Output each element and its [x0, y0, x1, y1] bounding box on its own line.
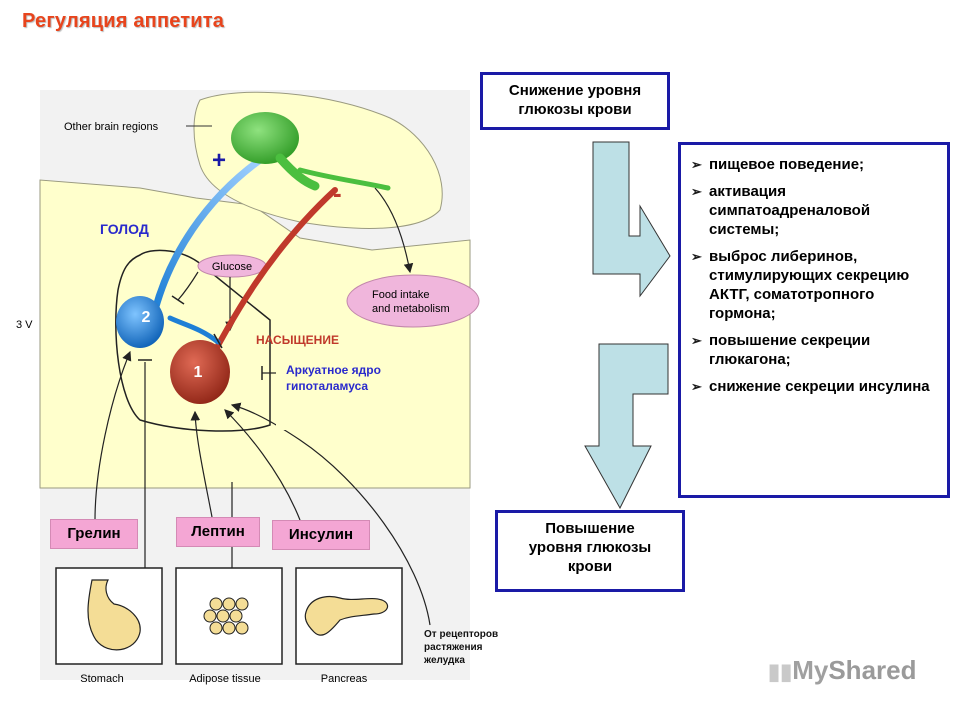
logo-shared: Shared — [828, 655, 917, 685]
other-brain-regions-label: Other brain regions — [64, 121, 159, 133]
stretch-arrow — [230, 402, 431, 626]
metabolism-label: and metabolism — [372, 303, 450, 315]
effect-item: ➢ выброс либеринов, стимулирующих секреци… — [691, 247, 939, 323]
minus-sign: - — [333, 178, 342, 208]
food-intake-oval — [346, 274, 480, 328]
glucose-increase-line2: уровня глюкозы — [528, 539, 652, 556]
glucose-increase-line1: Повышение — [545, 520, 635, 537]
stretch-receptor-label: От рецепторов растяжения желудка — [424, 628, 498, 667]
stomach-label: Stomach — [80, 673, 123, 685]
stomach-icon — [87, 579, 141, 651]
effects-list: ➢ пищевое поведение; ➢ активация симпатоад… — [691, 155, 939, 396]
glucose-label: Glucose — [212, 261, 252, 273]
neuron-1 — [170, 340, 230, 404]
logo-my: My — [792, 655, 829, 685]
pancreas-label: Pancreas — [321, 673, 368, 685]
arcuate-nucleus-label: Аркуатное ядро гипоталамуса — [276, 356, 424, 430]
adipose-label: Adipose tissue — [189, 673, 261, 685]
blue-axon — [151, 156, 264, 314]
third-ventricle-label: 3 V — [16, 319, 33, 331]
plus-sign: + — [212, 147, 226, 174]
green-axon — [297, 167, 391, 191]
leptin-badge: Лептин — [176, 517, 260, 547]
stretch-label-line3: желудка — [424, 655, 465, 666]
flow-arrow-right — [592, 141, 671, 298]
neuron-2-label: 2 — [142, 309, 151, 326]
satiety-label: НАСЫЩЕНИЕ — [256, 333, 339, 347]
effect-item: ➢ активация симпатоадреналовой системы; — [691, 182, 939, 239]
arrow-bullet-icon: ➢ — [691, 249, 702, 264]
effect-text: повышение секреции глюкагона; — [709, 332, 871, 368]
arcuate-label-line2: гипоталамуса — [286, 379, 369, 393]
arcuate-label-line1: Аркуатное ядро — [286, 363, 381, 377]
effect-text: пищевое поведение; — [709, 156, 865, 173]
flow-arrow-down — [584, 343, 669, 510]
leptin-arrow — [190, 410, 213, 518]
neuron-2 — [116, 296, 164, 348]
glucose-increase-box: Повышение уровня глюкозы крови — [495, 510, 685, 592]
logo-bars-icon: ▮▮ — [768, 659, 793, 684]
glucose-decrease-box: Снижение уровня глюкозы крови — [480, 72, 670, 130]
effect-text: снижение секреции инсулина — [709, 378, 930, 395]
insulin-badge: Инсулин — [272, 520, 370, 550]
glucose-decrease-line2: глюкозы крови — [518, 101, 632, 118]
effect-item: ➢ пищевое поведение; — [691, 155, 939, 174]
effect-item: ➢ повышение секреции глюкагона; — [691, 331, 939, 369]
ghrelin-arrow — [94, 350, 132, 521]
effect-item: ➢ снижение секреции инсулина — [691, 377, 939, 396]
glucose-decrease-line1: Снижение уровня — [508, 82, 642, 99]
effect-text: активация симпатоадреналовой системы; — [709, 183, 871, 238]
arrow-bullet-icon: ➢ — [691, 379, 702, 394]
effects-list-box: ➢ пищевое поведение; ➢ активация симпатоад… — [678, 142, 950, 498]
glucose-increase-line3: крови — [567, 558, 613, 575]
green-neuron — [231, 112, 299, 164]
pancreas-icon — [304, 595, 389, 636]
effect-text: выброс либеринов, стимулирующих секрецию… — [709, 248, 910, 322]
insulin-arrow — [224, 409, 301, 521]
stretch-label-line1: От рецепторов — [424, 629, 499, 640]
ghrelin-badge: Грелин — [50, 519, 138, 549]
food-intake-label: Food intake — [372, 289, 429, 301]
food-intake-arrow — [374, 187, 414, 274]
arrow-bullet-icon: ➢ — [691, 333, 702, 348]
page-title: Регуляция аппетита — [22, 10, 225, 32]
myshared-logo: ▮▮MyShared — [768, 655, 917, 686]
stretch-label-line2: растяжения — [424, 642, 483, 653]
hunger-label: ГОЛОД — [100, 221, 149, 237]
arrow-bullet-icon: ➢ — [691, 157, 702, 172]
neuron-1-label: 1 — [194, 364, 203, 381]
adipose-icon — [203, 597, 249, 635]
arrow-bullet-icon: ➢ — [691, 184, 702, 199]
